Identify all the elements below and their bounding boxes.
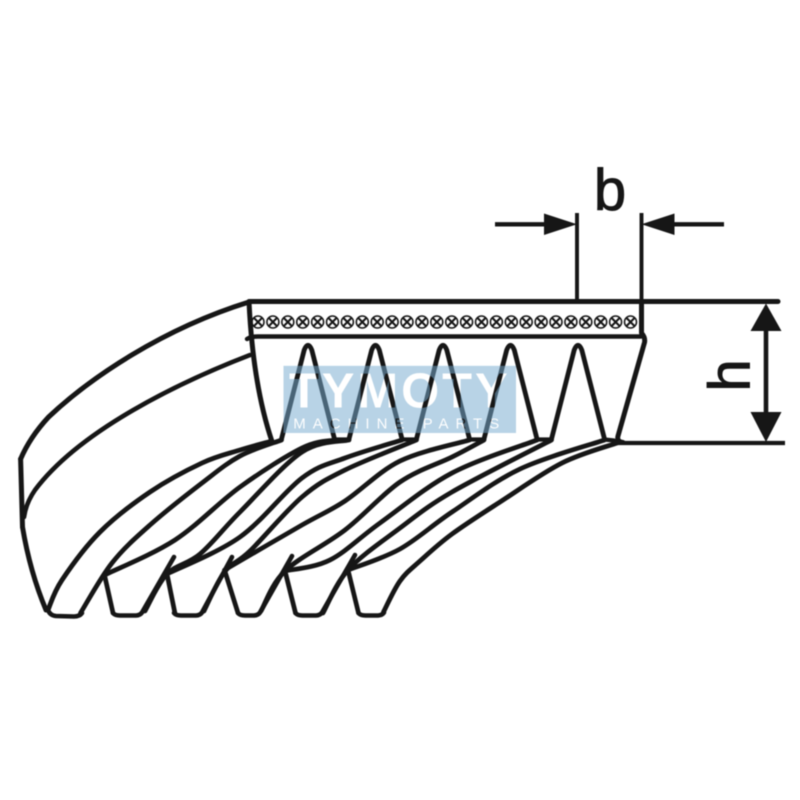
svg-text:h: h [698,359,763,391]
svg-text:b: b [594,158,626,223]
